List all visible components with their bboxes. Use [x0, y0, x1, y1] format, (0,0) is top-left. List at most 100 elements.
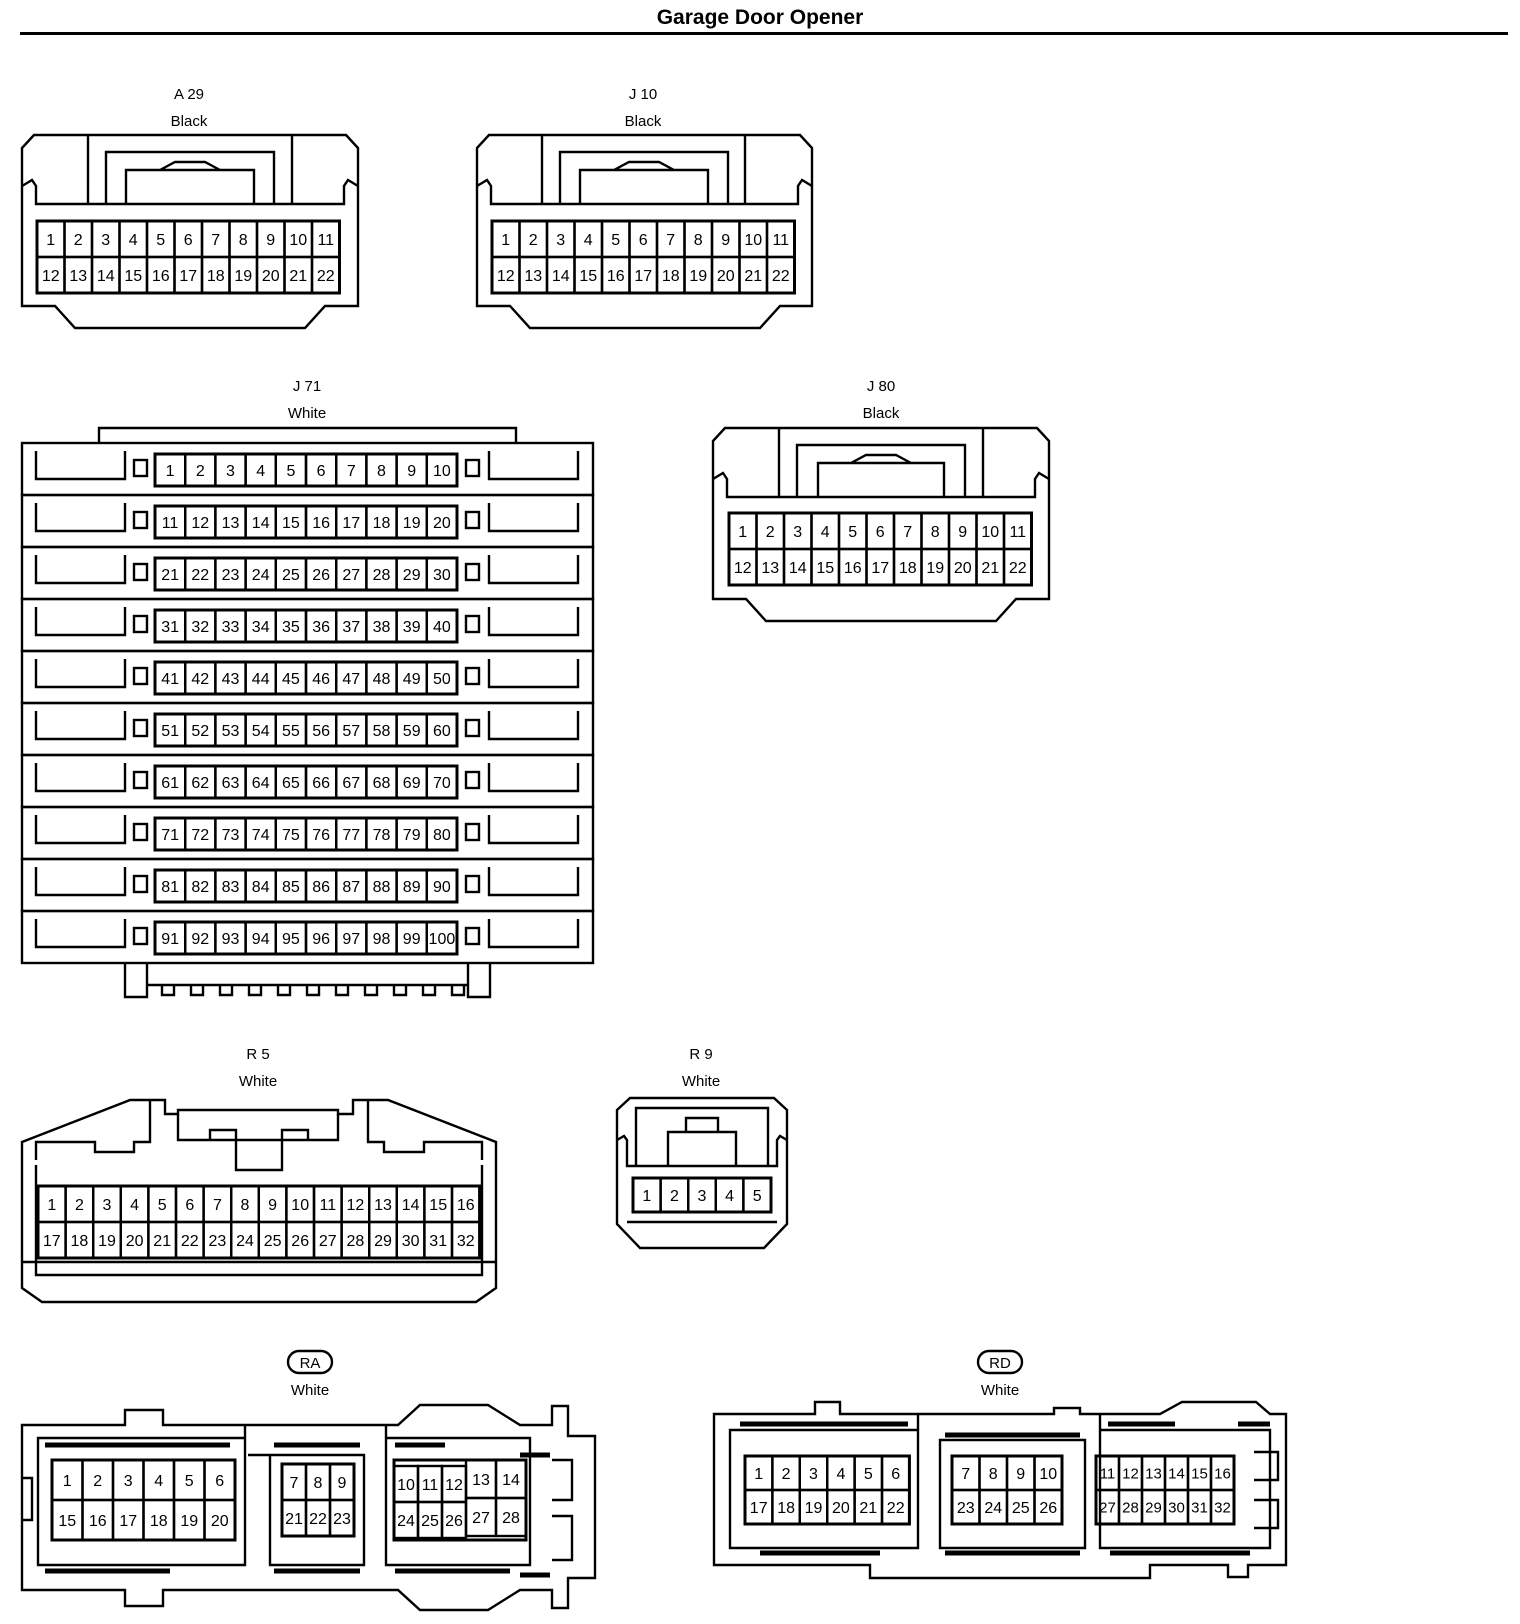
j10-pin-number: 8	[694, 232, 703, 249]
ra-pin-number: 16	[89, 1513, 107, 1530]
j71-pin-number: 56	[312, 723, 330, 740]
j71-tooth	[392, 985, 408, 997]
ra-pin-number: 22	[309, 1511, 327, 1528]
rd-pin-number: 32	[1214, 1499, 1231, 1516]
j71-row-lock-right	[464, 718, 481, 738]
j71-row-lock-right	[464, 614, 481, 634]
connector-rd-color: White	[981, 1382, 1019, 1399]
connector-a29-id: A 29	[174, 86, 204, 103]
ra-pin-number: 3	[124, 1473, 133, 1490]
j71-pin-number: 36	[312, 619, 330, 636]
j71-pin-number: 41	[161, 671, 179, 688]
rd-pin-number: 31	[1191, 1499, 1208, 1516]
j71-pin-number: 30	[433, 567, 451, 584]
j71-pin-number: 51	[161, 723, 179, 740]
r9-pin-number: 5	[753, 1188, 762, 1205]
j71-pin-number: 17	[342, 515, 360, 532]
j71-row-lock-left	[132, 770, 149, 790]
a29-pin-number: 13	[69, 268, 87, 285]
connector-j10-latch	[476, 135, 813, 206]
connector-rd-housing	[712, 1400, 1288, 1580]
j71-pin-number: 89	[403, 879, 421, 896]
j71-row-tab-right	[487, 919, 580, 949]
j71-pin-number: 5	[286, 463, 295, 480]
j80-pin-number: 2	[766, 524, 775, 541]
ra-pin-number: 18	[150, 1513, 168, 1530]
a29-pin-number: 10	[289, 232, 307, 249]
j71-pin-number: 97	[342, 931, 360, 948]
r5-pin-number: 13	[374, 1197, 392, 1214]
connector-rd-inner	[728, 1414, 1280, 1550]
rd-pin-number: 8	[989, 1466, 998, 1483]
j71-pin-number: 76	[312, 827, 330, 844]
j10-pin-number: 11	[772, 232, 789, 249]
ra-pin-number: 2	[93, 1473, 102, 1490]
j80-pin-number: 13	[761, 560, 779, 577]
j71-pin-number: 60	[433, 723, 451, 740]
j71-pin-number: 2	[196, 463, 205, 480]
j71-pin-number: 8	[377, 463, 386, 480]
j80-pin-number: 7	[903, 524, 912, 541]
ra-pin-number: 26	[445, 1513, 463, 1530]
j71-pin-number: 49	[403, 671, 421, 688]
page-title: Garage Door Opener	[656, 6, 864, 29]
j71-pin-number: 85	[282, 879, 300, 896]
connector-r5-color: White	[239, 1073, 277, 1090]
ra-pin-number: 14	[502, 1472, 520, 1489]
a29-pin-number: 5	[156, 232, 165, 249]
r5-pin-number: 8	[241, 1197, 250, 1214]
r5-pin-number: 20	[126, 1233, 144, 1250]
connector-j80-color: Black	[863, 405, 900, 422]
j71-row-lock-right	[464, 770, 481, 790]
r5-pin-number: 5	[158, 1197, 167, 1214]
connector-a29-color: Black	[171, 113, 208, 130]
j71-pin-number: 20	[433, 515, 451, 532]
connector-j80-id: J 80	[867, 378, 895, 395]
j10-pin-number: 22	[772, 268, 790, 285]
connector-r9-color: White	[682, 1073, 720, 1090]
ra-pin-number: 6	[215, 1473, 224, 1490]
j71-row-tab-right	[487, 763, 580, 793]
r5-pin-number: 28	[347, 1233, 365, 1250]
j80-pin-number: 8	[931, 524, 940, 541]
j71-pin-number: 80	[433, 827, 451, 844]
connector-j10-color: Black	[625, 113, 662, 130]
connector-r5-housing	[20, 1098, 498, 1304]
ra-pin-number: 4	[154, 1473, 163, 1490]
j71-row-lock-left	[132, 510, 149, 530]
j10-pin-number: 4	[584, 232, 593, 249]
j71-pin-number: 100	[429, 931, 456, 948]
a29-pin-number: 7	[211, 232, 220, 249]
j10-pin-number: 20	[717, 268, 735, 285]
connector-j10-housing	[475, 133, 814, 330]
j71-pin-number: 73	[222, 827, 240, 844]
r5-pin-number: 14	[402, 1197, 420, 1214]
j80-pin-number: 15	[816, 560, 834, 577]
rd-pin-number: 23	[957, 1500, 975, 1517]
j71-pin-number: 37	[342, 619, 360, 636]
j80-pin-number: 21	[981, 560, 999, 577]
rd-pin-number: 1	[754, 1466, 763, 1483]
j71-pin-number: 18	[373, 515, 391, 532]
j71-row-tab-left	[34, 659, 127, 689]
j10-pin-number: 14	[552, 268, 570, 285]
j71-pin-number: 62	[191, 775, 209, 792]
a29-pin-number: 3	[101, 232, 110, 249]
j71-pin-number: 44	[252, 671, 270, 688]
r9-pin-number: 4	[725, 1188, 734, 1205]
connector-r9-details	[616, 1106, 788, 1224]
j71-pin-number: 43	[222, 671, 240, 688]
j71-tooth	[450, 985, 466, 997]
rd-pin-number: 30	[1168, 1499, 1185, 1516]
rd-pin-number: 20	[832, 1500, 850, 1517]
j71-pin-number: 71	[161, 827, 179, 844]
j71-row-tab-right	[487, 607, 580, 637]
j71-row-tab-left	[34, 867, 127, 897]
